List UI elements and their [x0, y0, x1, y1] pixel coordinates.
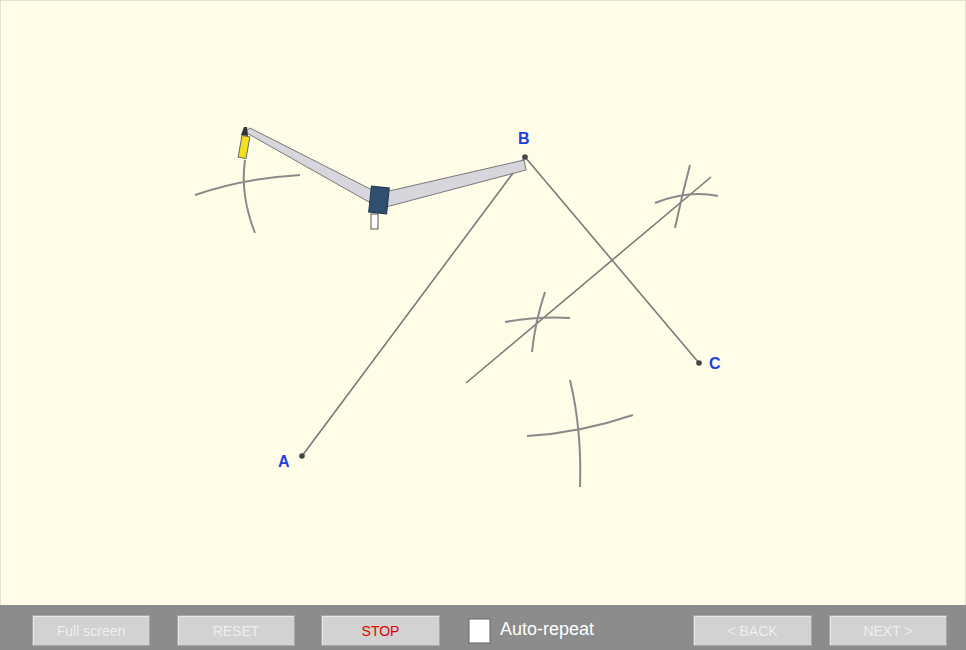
- compass-tool: [238, 127, 526, 229]
- point-label: B: [518, 130, 530, 148]
- segments: [302, 157, 711, 456]
- canvas-ground: [0, 0, 966, 606]
- point-label: C: [709, 355, 721, 373]
- checkbox: [469, 619, 490, 643]
- reset-button: RESET: [177, 615, 295, 646]
- next-button: NEXT >: [829, 615, 947, 646]
- point-label: A: [278, 453, 290, 471]
- points: [299, 154, 702, 459]
- bisector-line: [466, 177, 711, 383]
- segment-ab: [302, 157, 525, 456]
- button-label: NEXT >: [863, 623, 912, 639]
- button-label: STOP: [362, 623, 400, 639]
- fullscreen-button: Full screen: [32, 615, 150, 646]
- checkbox-label: Auto-repeat: [500, 619, 594, 640]
- compass-arcs: [195, 160, 718, 487]
- stop-button: STOP: [321, 615, 440, 646]
- button-label: Full screen: [57, 623, 125, 639]
- button-label: RESET: [213, 623, 260, 639]
- control-bar: [0, 605, 966, 650]
- back-button: < BACK: [693, 615, 812, 646]
- button-label: < BACK: [727, 623, 777, 639]
